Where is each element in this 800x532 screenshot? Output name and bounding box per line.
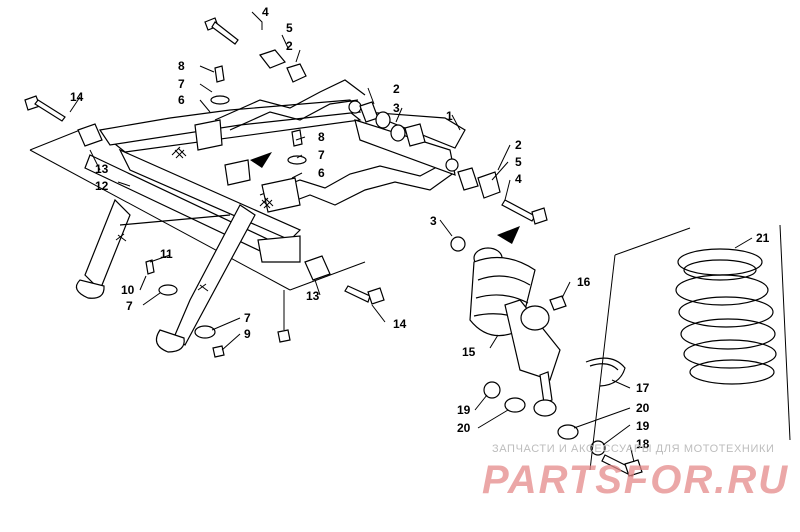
callout-18: 18 <box>636 437 650 451</box>
watermark-caption: ЗАПЧАСТИ И АКСЕССУАРЫ ДЛЯ МОТОТЕХНИКИ <box>492 443 774 455</box>
hardware-left <box>24 17 548 358</box>
callout-20: 20 <box>636 401 650 415</box>
callout-2: 2 <box>393 82 400 96</box>
callout-12: 12 <box>95 179 109 193</box>
callout-4: 4 <box>262 5 269 19</box>
watermark: ЗАПЧАСТИ И АКСЕССУАРЫ ДЛЯ МОТОТЕХНИКИ PA… <box>482 443 789 502</box>
callout-8: 8 <box>178 59 185 73</box>
callout-7: 7 <box>318 148 325 162</box>
coil-spring <box>589 224 791 471</box>
callout-1: 1 <box>446 109 453 123</box>
callout-6: 6 <box>318 166 325 180</box>
callout-19: 19 <box>457 403 471 417</box>
shock-absorber <box>469 226 643 477</box>
callout-13: 13 <box>306 289 320 303</box>
watermark-logo: PARTSFOR.RU <box>482 458 789 502</box>
callout-14: 14 <box>70 90 84 104</box>
callout-15: 15 <box>462 345 476 359</box>
callout-3: 3 <box>393 101 400 115</box>
callout-5: 5 <box>286 21 293 35</box>
callout-2: 2 <box>515 138 522 152</box>
callout-5: 5 <box>515 155 522 169</box>
callout-20: 20 <box>457 421 471 435</box>
callout-4: 4 <box>515 172 522 186</box>
callout-8: 8 <box>318 130 325 144</box>
leader-lines <box>69 11 753 463</box>
callout-17: 17 <box>636 381 650 395</box>
callout-7: 7 <box>178 77 185 91</box>
callout-10: 10 <box>121 283 135 297</box>
callout-19: 19 <box>636 419 650 433</box>
callout-labels: 4 5 2 8 7 6 14 2 3 1 8 7 6 13 12 2 5 4 3… <box>70 5 770 451</box>
callout-3: 3 <box>430 214 437 228</box>
callout-6: 6 <box>178 93 185 107</box>
callout-11: 11 <box>160 247 173 261</box>
callout-9: 9 <box>244 327 251 341</box>
callout-13: 13 <box>95 162 109 176</box>
callout-7: 7 <box>244 311 251 325</box>
callout-16: 16 <box>577 275 591 289</box>
callout-7: 7 <box>126 299 133 313</box>
callout-14: 14 <box>393 317 407 331</box>
callout-21: 21 <box>756 231 770 245</box>
callout-2: 2 <box>286 39 293 53</box>
